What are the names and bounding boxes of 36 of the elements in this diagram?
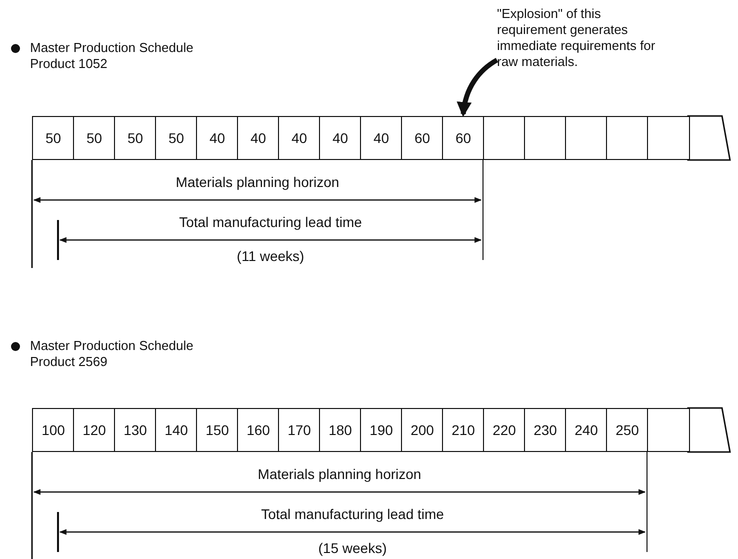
quantity-cell: 230 bbox=[524, 408, 566, 452]
schedule-heading: Master Production Schedule Product 2569 bbox=[30, 338, 194, 370]
quantity-cell: 210 bbox=[442, 408, 484, 452]
quantity-cell: 60 bbox=[442, 116, 484, 160]
quantity-cell: 150 bbox=[196, 408, 238, 452]
quantity-cell: 40 bbox=[196, 116, 238, 160]
quantity-cell: 50 bbox=[114, 116, 156, 160]
annotation-text: "Explosion" of this requirement generates immediate requirements for raw materials. bbox=[497, 6, 662, 70]
dimension-label: Total manufacturing lead time bbox=[178, 214, 363, 230]
quantity-cell: 140 bbox=[155, 408, 198, 452]
quantity-cell: 190 bbox=[360, 408, 402, 452]
dimension-label: Total manufacturing lead time bbox=[260, 506, 445, 522]
quantity-cell: 180 bbox=[319, 408, 362, 452]
quantity-cell: 240 bbox=[565, 408, 608, 452]
quantity-cell: 120 bbox=[73, 408, 116, 452]
quantity-cell: 50 bbox=[155, 116, 198, 160]
quantity-cell: 60 bbox=[401, 116, 444, 160]
quantity-cell: 220 bbox=[483, 408, 526, 452]
dimension-label: (15 weeks) bbox=[317, 540, 388, 556]
quantity-cell: 50 bbox=[32, 116, 74, 160]
quantity-cell: 40 bbox=[360, 116, 402, 160]
quantity-cell: 200 bbox=[401, 408, 444, 452]
quantity-cell: 170 bbox=[278, 408, 320, 452]
dimension-label: Materials planning horizon bbox=[174, 174, 340, 190]
quantity-cell: 40 bbox=[319, 116, 362, 160]
dimension-label: (11 weeks) bbox=[236, 248, 306, 264]
schedule-heading: Master Production Schedule Product 1052 bbox=[30, 40, 194, 72]
quantity-cell: 160 bbox=[237, 408, 280, 452]
quantity-cell: 50 bbox=[73, 116, 116, 160]
arrow bbox=[457, 58, 498, 117]
quantity-cell: 100 bbox=[32, 408, 74, 452]
quantity-cell: 130 bbox=[114, 408, 156, 452]
quantity-cell: 40 bbox=[278, 116, 320, 160]
dimension-label: Materials planning horizon bbox=[256, 466, 422, 482]
quantity-cell: 250 bbox=[606, 408, 648, 452]
quantity-cell: 40 bbox=[237, 116, 280, 160]
